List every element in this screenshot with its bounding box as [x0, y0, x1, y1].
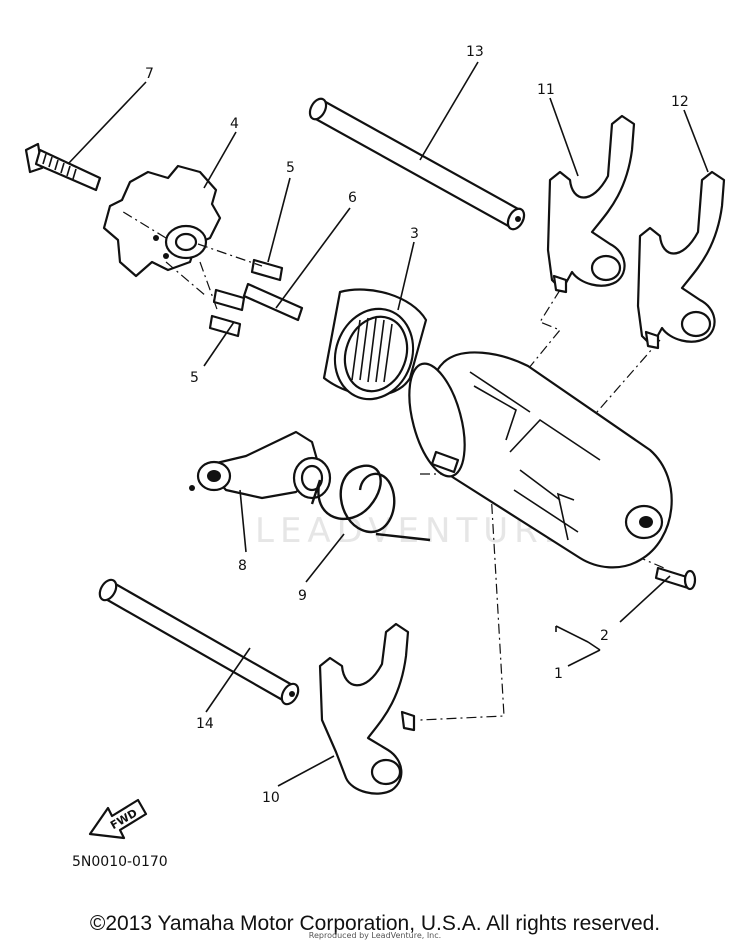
label-part-2: 2	[600, 628, 609, 644]
part-3-bearing[interactable]	[322, 288, 428, 411]
part-13-fork-shaft[interactable]	[307, 96, 528, 232]
label-part-5-upper: 5	[286, 160, 295, 176]
watermark-text: LEADVENTURE	[255, 511, 571, 551]
label-part-13: 13	[466, 44, 484, 60]
part-9-spring[interactable]	[310, 464, 431, 542]
label-part-9: 9	[298, 588, 307, 604]
part-6-long-pin[interactable]	[242, 282, 304, 322]
label-part-11: 11	[537, 82, 555, 98]
drawing-code: 5N0010-0170	[72, 854, 168, 870]
reproduced-by-notice: Reproduced by LeadVenture, Inc.	[308, 931, 442, 940]
label-part-6: 6	[348, 190, 357, 206]
label-part-4: 4	[230, 116, 239, 132]
part-2-screw[interactable]	[654, 566, 697, 591]
fwd-arrow-icon: FWD	[88, 798, 148, 840]
part-8-lever[interactable]	[189, 430, 332, 500]
label-part-7: 7	[145, 66, 154, 82]
part-1-shift-drum[interactable]	[399, 351, 673, 569]
label-part-8: 8	[238, 558, 247, 574]
part-14-fork-shaft[interactable]	[96, 577, 301, 707]
part-11-shift-fork[interactable]	[546, 114, 636, 294]
label-part-3: 3	[410, 226, 419, 242]
label-part-14: 14	[196, 716, 214, 732]
label-part-5-lower: 5	[190, 370, 199, 386]
part-10-shift-fork[interactable]	[318, 622, 416, 795]
label-part-12: 12	[671, 94, 689, 110]
copyright-notice: ©2013 Yamaha Motor Corporation, U.S.A. A…	[89, 912, 661, 935]
part-7-bolt[interactable]	[24, 142, 102, 192]
label-part-1: 1	[554, 666, 563, 682]
label-part-10: 10	[262, 790, 280, 806]
part-12-shift-fork[interactable]	[636, 170, 726, 350]
part-4-segment[interactable]	[102, 164, 222, 278]
